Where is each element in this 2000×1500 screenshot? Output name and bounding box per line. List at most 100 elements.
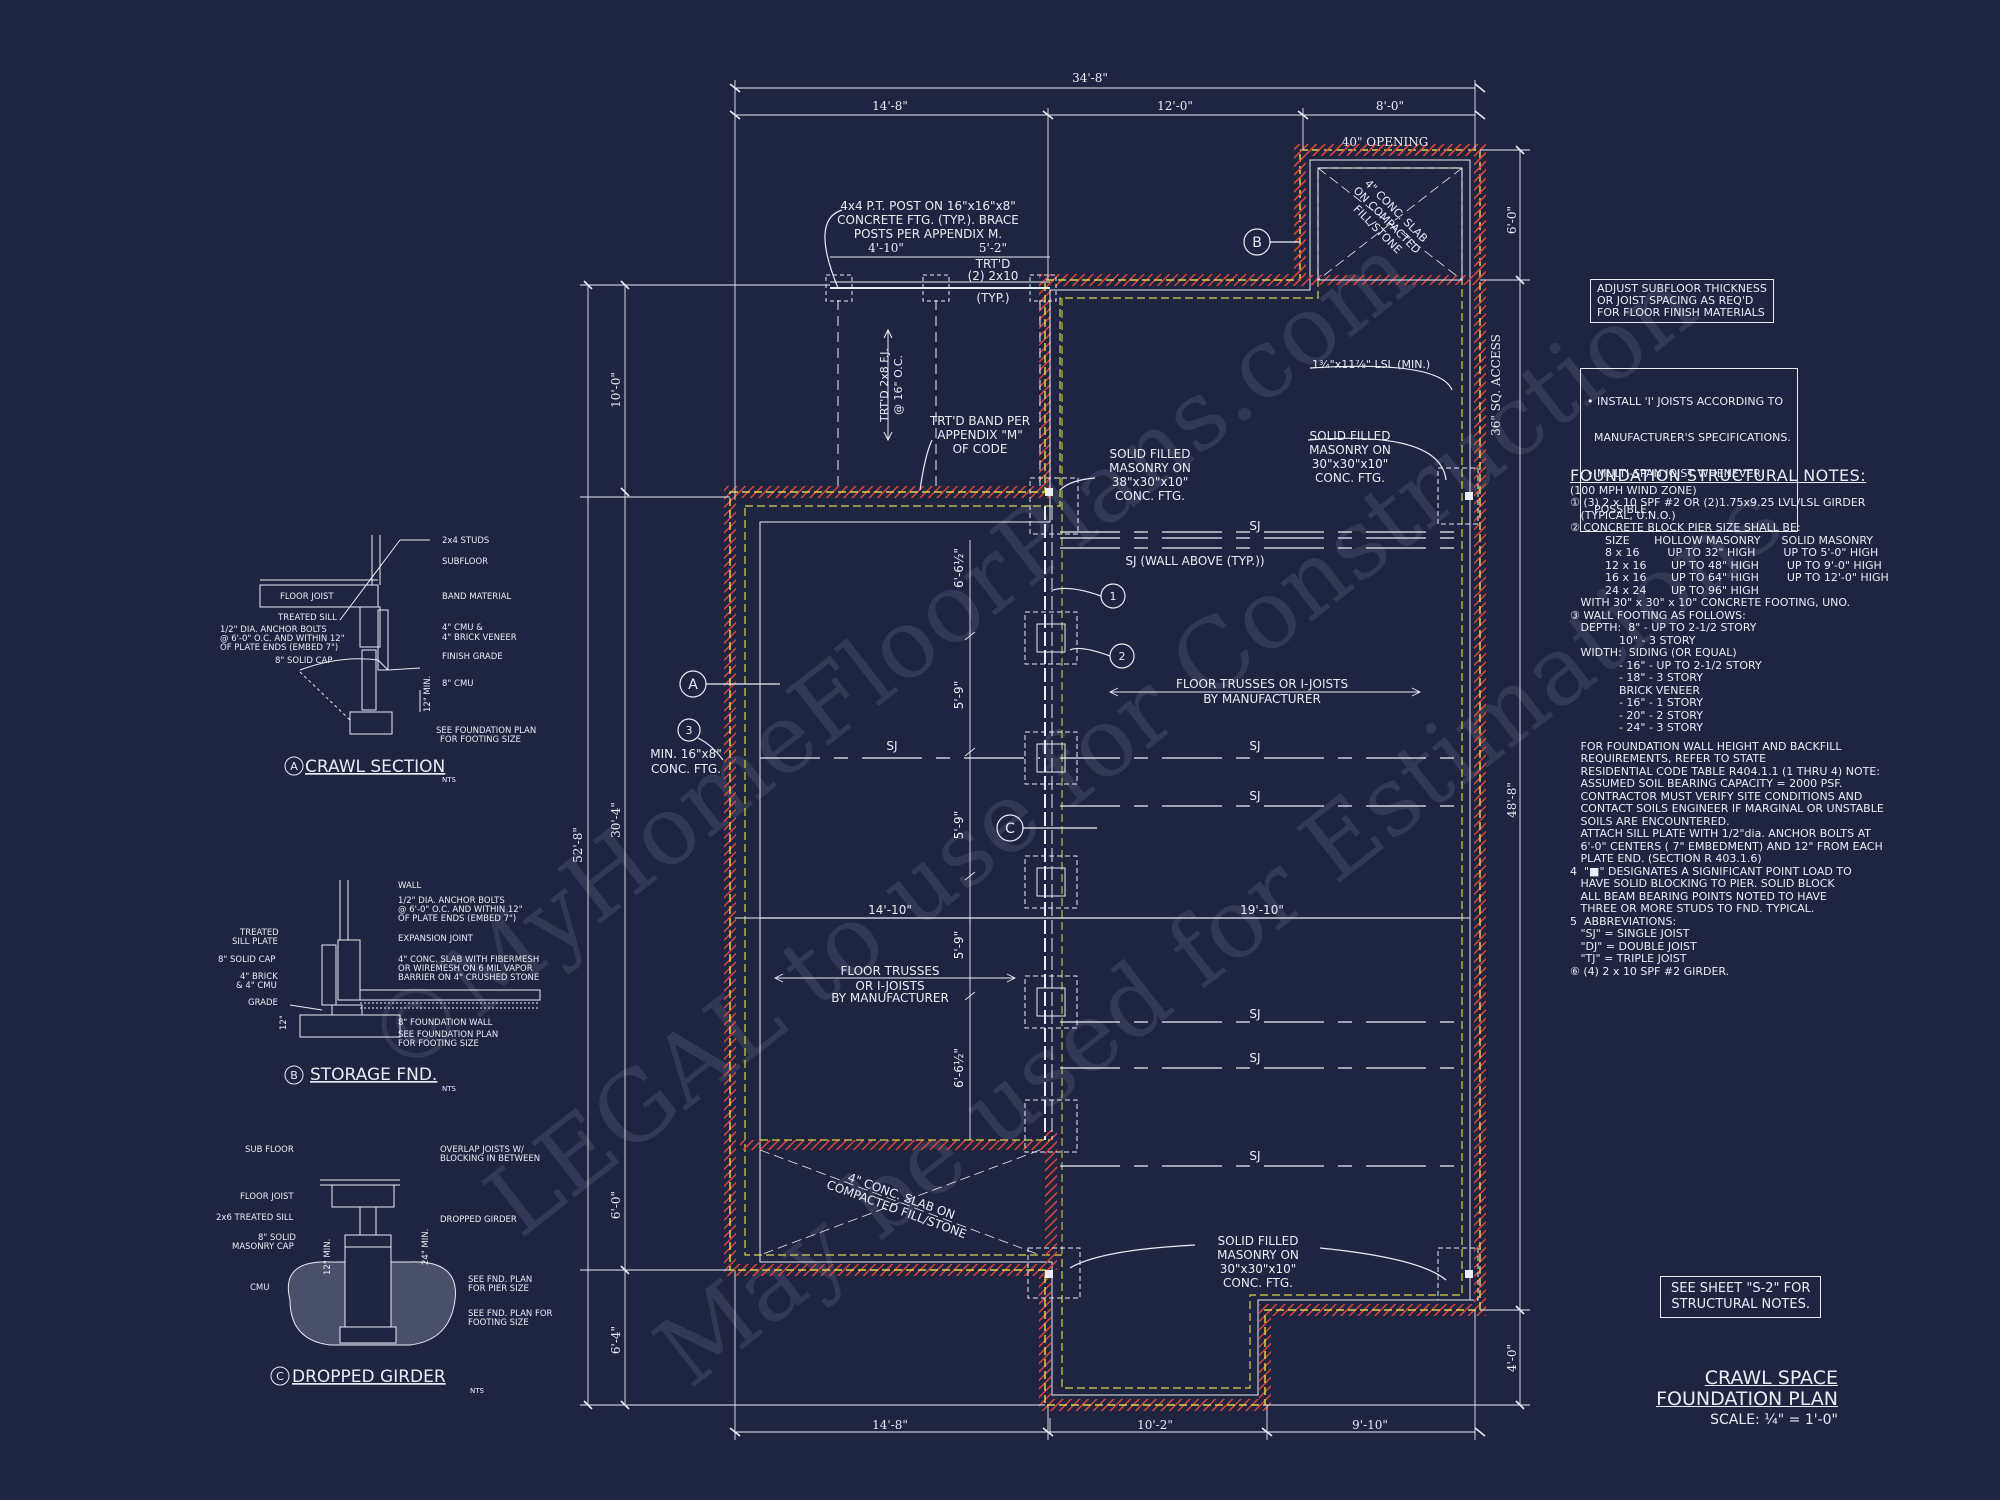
title-line-2: FOUNDATION PLAN: [1656, 1388, 1838, 1410]
detail-a-min: 12" MIN.: [423, 676, 433, 712]
ijoist-note-box: • INSTALL 'I' JOISTS ACCORDING TO MANUFA…: [1580, 368, 1798, 532]
trtd-note-3: (TYP.): [976, 291, 1009, 305]
sj-wall-label: SJ (WALL ABOVE (TYP.)): [1125, 554, 1264, 568]
note-line: HAVE SOLID BLOCKING TO PIER. SOLID BLOCK: [1570, 877, 1835, 890]
dim-left-2: 30'-4": [609, 802, 623, 838]
subfloor-note-2: OR JOIST SPACING AS REQ'D: [1597, 294, 1754, 307]
deck-joist-2: @ 16" O.C.: [892, 355, 905, 415]
dim-left-4: 6'-4": [609, 1326, 623, 1354]
trusses-left-2: OR I-JOISTS: [855, 979, 924, 993]
dim-left-span: 14'-10": [868, 903, 912, 917]
title-line-1: CRAWL SPACE: [1704, 1367, 1838, 1389]
title-block: CRAWL SPACE FOUNDATION PLAN SCALE: ¼" = …: [1656, 1368, 1838, 1431]
dim-inner-v1: 6'-6½": [952, 548, 966, 588]
note-line: "DJ" = DOUBLE JOIST: [1570, 939, 1697, 953]
dim-bottom-3: 9'-10": [1352, 1418, 1388, 1432]
detail-b-treated: TREATED: [239, 928, 279, 938]
dim-right-2: 48'-8": [1505, 782, 1519, 818]
trusses-right-2: BY MANUFACTURER: [1203, 692, 1321, 706]
see-sheet-2: STRUCTURAL NOTES.: [1671, 1297, 1810, 1312]
detail-b-see1: SEE FOUNDATION PLAN: [398, 1030, 498, 1040]
detail-b-wall8: 8" FOUNDATION WALL: [398, 1018, 493, 1028]
detail-dropped-girder: SUB FLOOR OVERLAP JOISTS W/ BLOCKING IN …: [216, 1145, 553, 1395]
band-note-2: APPENDIX "M": [937, 428, 1022, 442]
ijoist-note-1: • INSTALL 'I' JOISTS ACCORDING TO: [1587, 395, 1784, 408]
solid2-note-4: CONC. FTG.: [1315, 471, 1385, 485]
solid2-note-3: 30"x30"x10": [1312, 457, 1389, 471]
detail-b-joint: EXPANSION JOINT: [398, 934, 474, 944]
note-line: ① (3) 2 x 10 SPF #2 OR (2)1.75x9.25 LVL/…: [1570, 496, 1866, 509]
trtd-note-2: (2) 2x10: [968, 269, 1019, 283]
detail-b-brick: 4" BRICK: [240, 972, 278, 982]
note-line: ② CONCRETE BLOCK PIER SIZE SHALL BE:: [1570, 521, 1801, 534]
sj-label-2: SJ: [886, 739, 897, 753]
note-line: 8 x 16 UP TO 32" HIGH UP TO 5'-0" HIGH: [1570, 546, 1879, 559]
dim-left-1: 10'-0": [609, 372, 623, 408]
dim-deck-2: 5'-2": [979, 241, 1007, 255]
note-line: 10" - 3 STORY: [1570, 633, 1696, 647]
min-ftg-1: MIN. 16"x8": [650, 747, 722, 761]
detail-a-nts: NTS: [442, 776, 457, 784]
note-line: BRICK VENEER: [1570, 683, 1701, 697]
note-line: "SJ" = SINGLE JOIST: [1570, 927, 1690, 940]
note-line: 4 "■" DESIGNATES A SIGNIFICANT POINT LOA…: [1570, 864, 1852, 878]
detail-b-slab2: OR WIREMESH ON 6 MIL VAPOR: [398, 964, 533, 974]
title-scale: SCALE: ¼" = 1'-0": [1710, 1412, 1838, 1428]
sj-label-5: SJ: [1249, 1007, 1260, 1021]
detail-a-tag: A: [290, 760, 298, 773]
solid3-note-1: SOLID FILLED: [1218, 1234, 1299, 1248]
dim-inner-v2: 5'-9": [952, 681, 966, 709]
solid3-note-2: MASONRY ON: [1217, 1248, 1299, 1262]
detail-a-bolts1: 1/2" DIA. ANCHOR BOLTS: [220, 625, 327, 635]
detail-b-nts: NTS: [442, 1085, 457, 1093]
note-line: RESIDENTIAL CODE TABLE R404.1.1 (1 THRU …: [1570, 764, 1880, 778]
note-line: - 18" - 3 STORY: [1570, 671, 1703, 684]
deck-joist-1: TRT'D 2x8 F.J.: [878, 348, 891, 423]
detail-c-ftg1: SEE FND. PLAN FOR: [468, 1309, 553, 1319]
note-line: DEPTH: 8" - UP TO 2-1/2 STORY: [1570, 621, 1757, 634]
detail-c-tag: C: [276, 1370, 284, 1383]
note-line: (100 MPH WIND ZONE): [1570, 483, 1697, 497]
dim-opening: 40" OPENING: [1342, 135, 1429, 149]
note-line: ATTACH SILL PLATE WITH 1/2"dia. ANCHOR B…: [1570, 827, 1872, 840]
band-note-3: OF CODE: [953, 442, 1008, 456]
detail-a-title: CRAWL SECTION: [305, 757, 445, 777]
detail-c-subfloor: SUB FLOOR: [245, 1145, 294, 1155]
ijoist-note-4: POSSIBLE.: [1587, 503, 1651, 516]
ijoist-note-3: • MULTI-SPAN JOIST WHENEVER: [1587, 467, 1761, 480]
detail-a-band: BAND MATERIAL: [442, 592, 512, 602]
detail-b-bolts2: @ 6'-0" O.C. AND WITHIN 12": [398, 905, 523, 915]
detail-b-title: STORAGE FND.: [310, 1065, 437, 1085]
detail-b-grade: GRADE: [248, 998, 278, 1008]
see-sheet-1: SEE SHEET "S-2" FOR: [1671, 1281, 1811, 1296]
solid3-note-4: CONC. FTG.: [1223, 1276, 1293, 1290]
detail-a-subfloor: SUBFLOOR: [442, 557, 488, 567]
dim-inner-v4: 5'-9": [952, 931, 966, 959]
note-line: 24 x 24 UP TO 96" HIGH: [1570, 583, 1759, 597]
detail-a-cap: 8" SOLID CAP: [275, 656, 332, 666]
detail-b-12: 12": [279, 1015, 289, 1030]
detail-a-cmu2: 4" BRICK VENEER: [442, 633, 517, 643]
trusses-right-1: FLOOR TRUSSES OR I-JOISTS: [1176, 677, 1348, 691]
note-line: 16 x 16 UP TO 64" HIGH UP TO 12'-0" HIGH: [1570, 571, 1889, 584]
min-ftg-2: CONC. FTG.: [651, 762, 721, 776]
detail-c-overlap1: OVERLAP JOISTS W/: [440, 1145, 524, 1155]
deck-posts: [825, 274, 1057, 492]
detail-c-sill: 2x6 TREATED SILL: [216, 1213, 294, 1223]
sj-label-6: SJ: [1249, 1051, 1260, 1065]
dim-bottom-1: 14'-8": [872, 1418, 908, 1432]
detail-b-cmu: & 4" CMU: [236, 981, 277, 991]
tag-c: C: [1005, 821, 1015, 837]
note-line: - 16" - UP TO 2-1/2 STORY: [1570, 658, 1762, 672]
sj-label-1: SJ: [1249, 519, 1260, 533]
sj-label-4: SJ: [1249, 789, 1260, 803]
note-line: CONTACT SOILS ENGINEER IF MARGINAL OR UN…: [1570, 802, 1884, 815]
note-line: (TYPICAL, U.N.O.): [1570, 508, 1676, 522]
detail-c-ftg2: FOOTING SIZE: [468, 1318, 529, 1328]
detail-a-bolts3: OF PLATE ENDS (EMBED 7"): [220, 643, 338, 653]
detail-b-wall: WALL: [398, 881, 421, 891]
detail-b-bolts1: 1/2" DIA. ANCHOR BOLTS: [398, 896, 505, 906]
detail-a-sill: TREATED SILL: [277, 613, 337, 623]
band-note-1: TRT'D BAND PER: [929, 414, 1030, 428]
